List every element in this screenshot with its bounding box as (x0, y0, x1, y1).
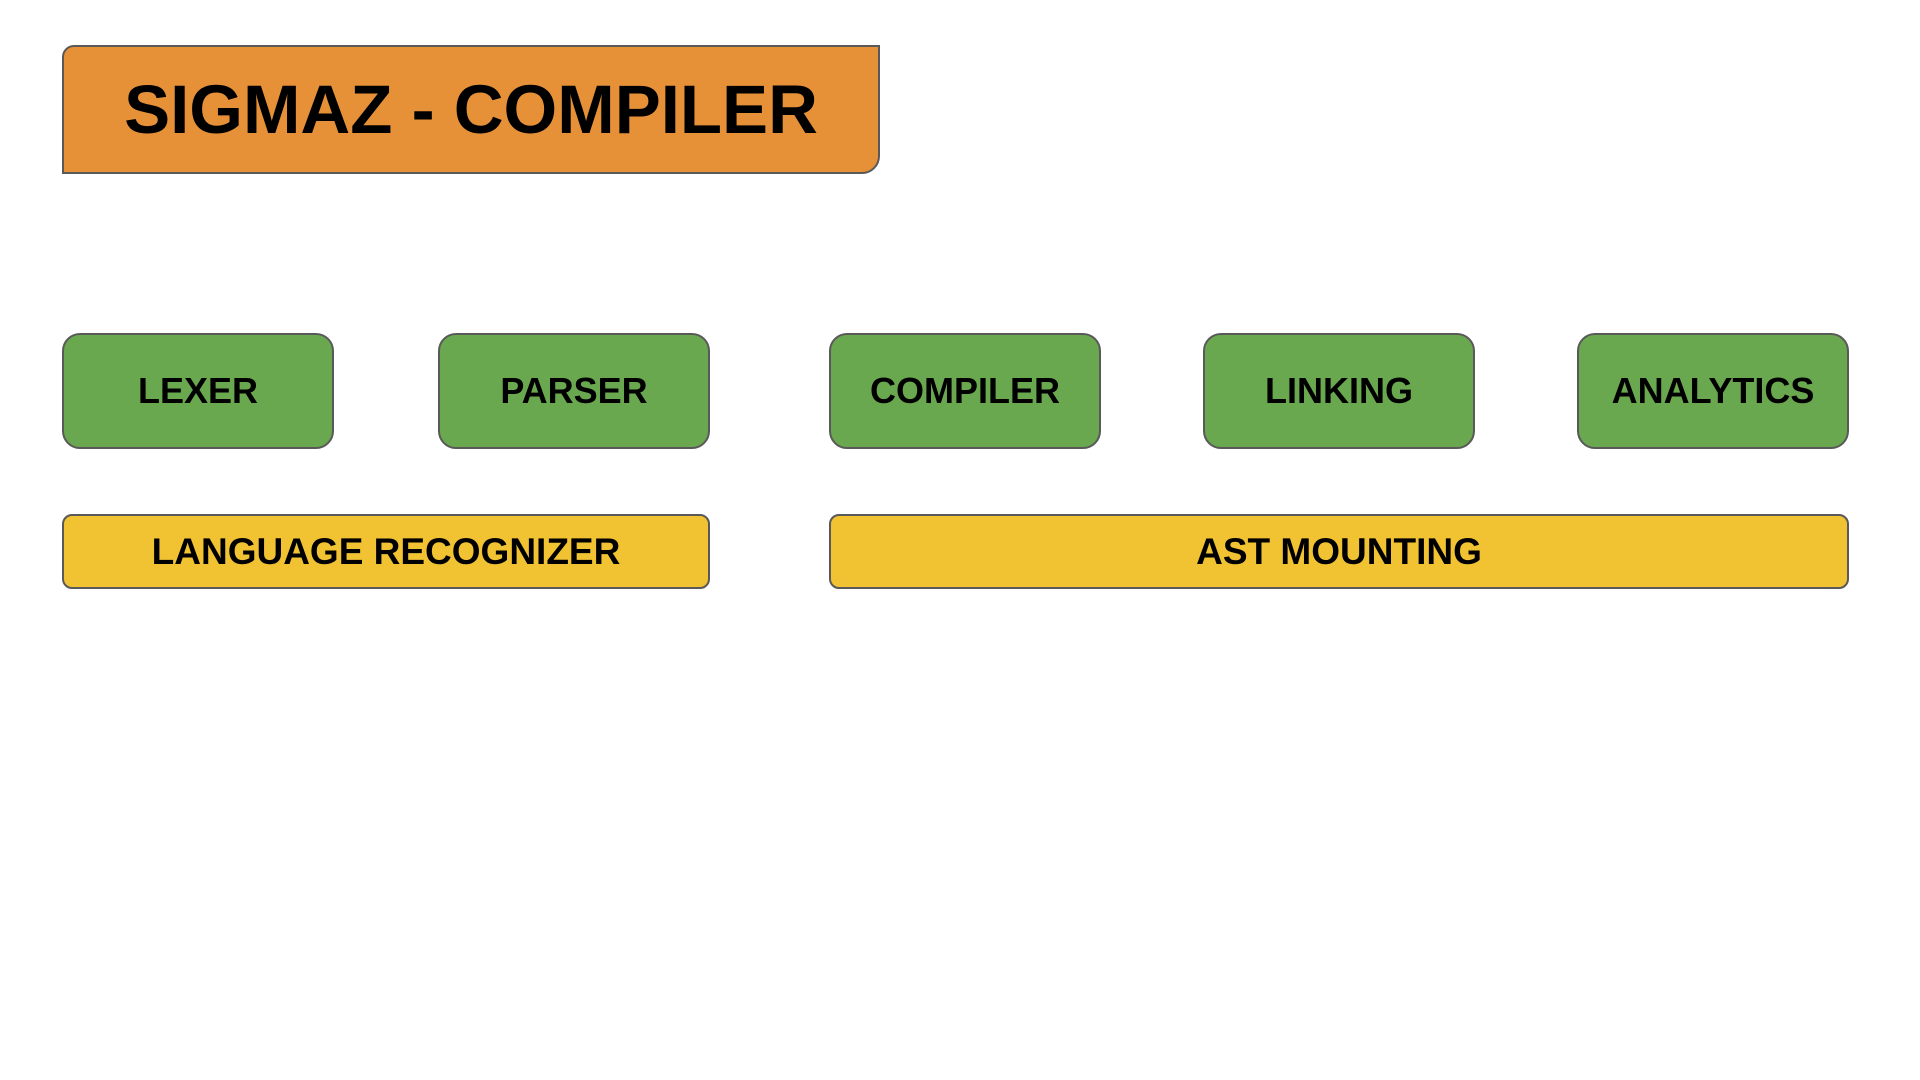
stage-label: LEXER (137, 370, 259, 411)
stage-label: ANALYTICS (1611, 370, 1815, 411)
group-ast-mounting: AST MOUNTING (829, 514, 1849, 589)
stage-label: PARSER (500, 370, 648, 411)
stage-compiler: COMPILER (829, 333, 1101, 449)
stage-linking: LINKING (1203, 333, 1475, 449)
group-language-recognizer: LANGUAGE RECOGNIZER (62, 514, 710, 589)
diagram-title-text: SIGMAZ - COMPILER (124, 71, 818, 148)
group-label: AST MOUNTING (1196, 530, 1482, 572)
stage-analytics: ANALYTICS (1577, 333, 1849, 449)
stage-label: LINKING (1265, 370, 1413, 411)
stage-parser: PARSER (438, 333, 710, 449)
group-label: LANGUAGE RECOGNIZER (151, 530, 621, 572)
stage-lexer: LEXER (62, 333, 334, 449)
diagram-title: SIGMAZ - COMPILER (62, 45, 880, 174)
stage-label: COMPILER (869, 370, 1060, 411)
